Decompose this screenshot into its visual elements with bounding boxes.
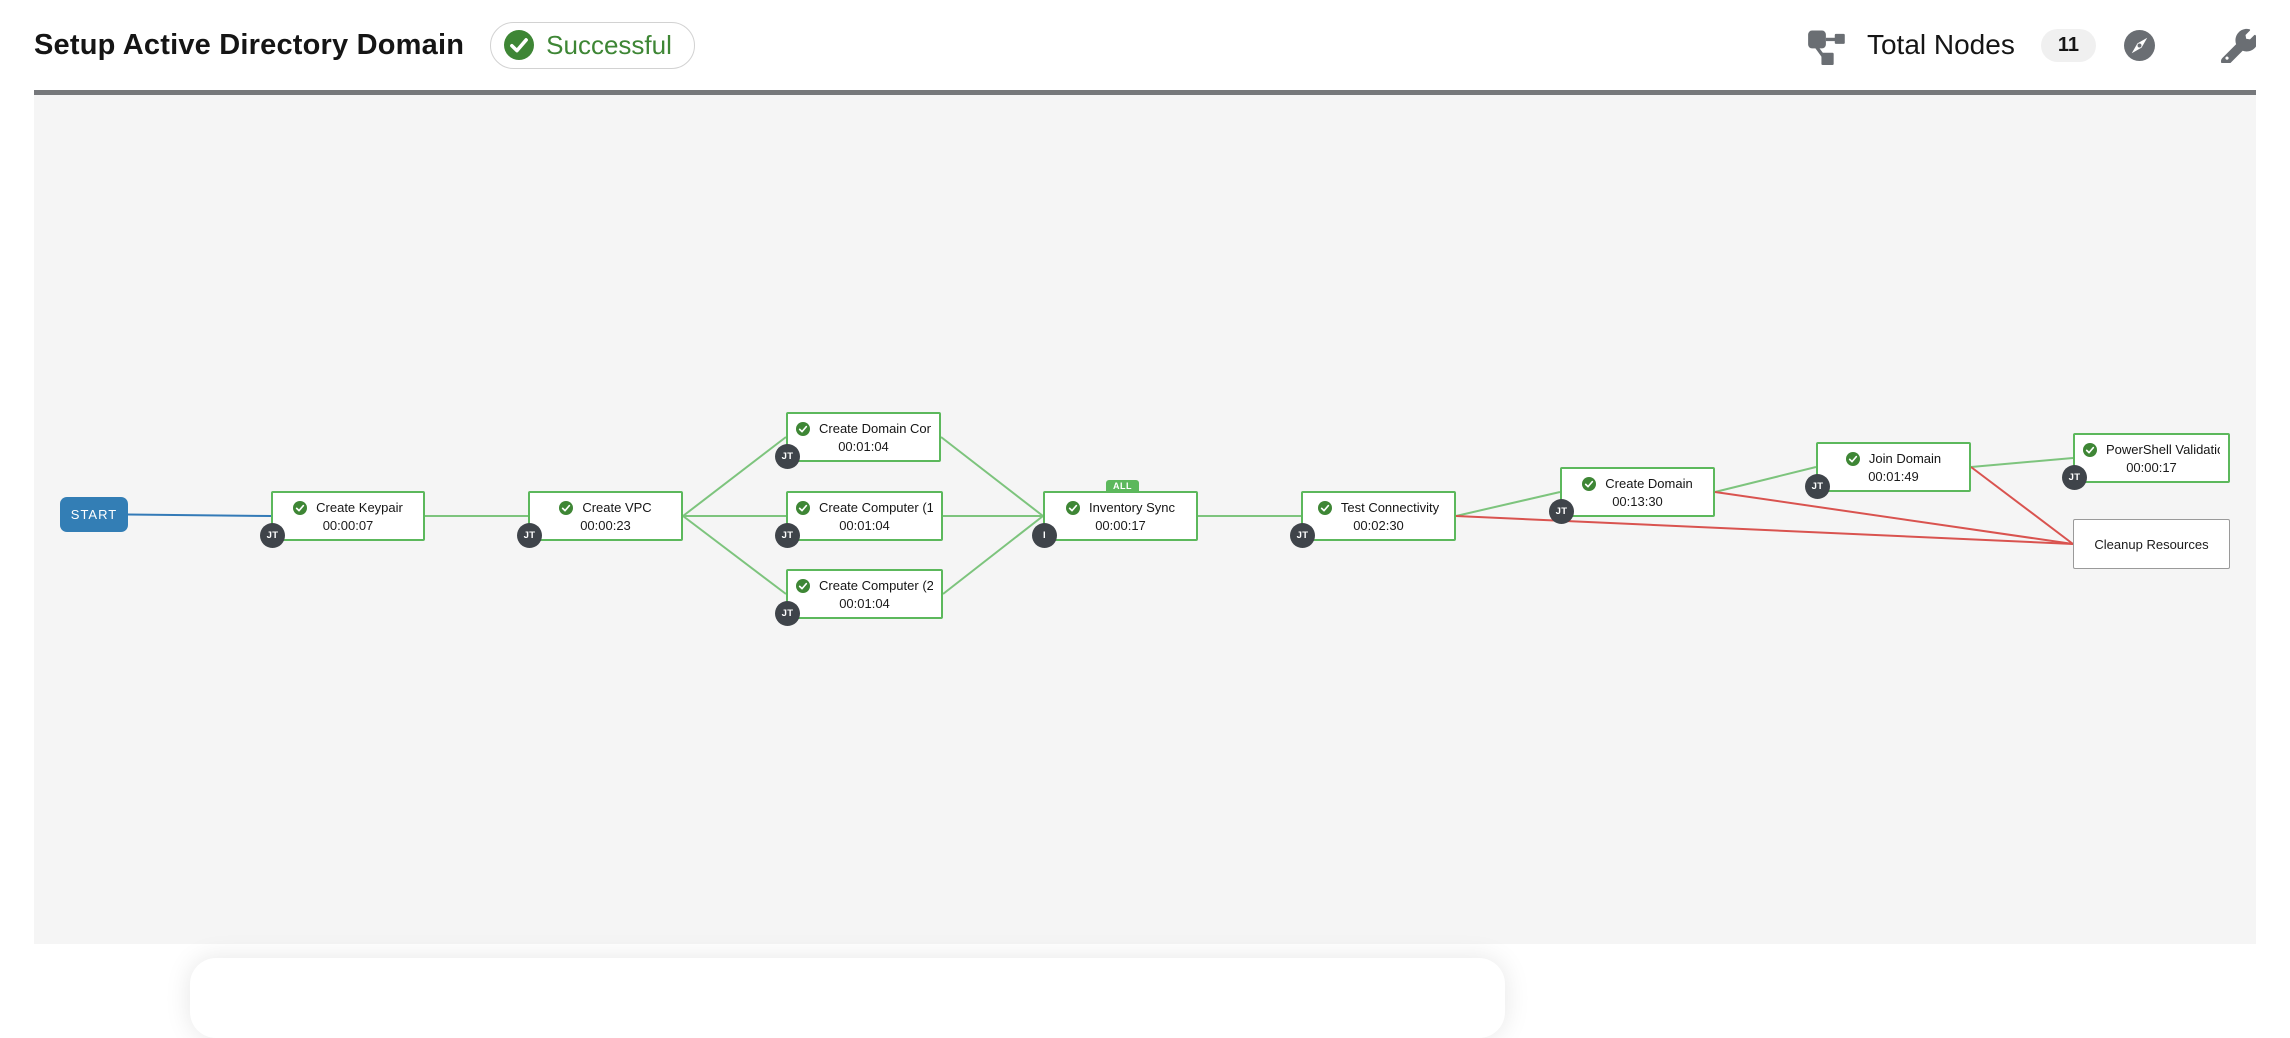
edge-create_vpc-to-create_domain_controller <box>682 436 787 517</box>
tools-wrench-button[interactable] <box>2221 28 2258 66</box>
node-label: Cleanup Resources <box>2094 536 2209 552</box>
page-title: Setup Active Directory Domain <box>34 28 465 61</box>
node-type-badge: JT <box>775 523 800 548</box>
node-type-badge: JT <box>1549 499 1574 524</box>
node-elapsed-time: 00:13:30 <box>1612 494 1663 509</box>
total-nodes-count-badge: 11 <box>2040 28 2096 62</box>
node-success-icon <box>1066 500 1080 515</box>
workflow-node-create_vpc[interactable]: Create VPC 00:00:23 JT <box>517 491 683 548</box>
workflow-node-start[interactable]: START <box>60 497 128 532</box>
edge-join_domain-to-cleanup_resources <box>1970 466 2074 545</box>
workflow-node-powershell_validation[interactable]: PowerShell Validation 00:00:17 JT <box>2062 433 2230 490</box>
node-convergence-tag: ALL <box>1106 480 1139 492</box>
workflow-node-test_connectivity[interactable]: Test Connectivity 00:02:30 JT <box>1290 491 1456 548</box>
workflow-node-create_keypair[interactable]: Create Keypair 00:00:07 JT <box>260 491 425 548</box>
node-label: PowerShell Validation <box>2106 442 2220 457</box>
compass-icon <box>2124 29 2155 61</box>
node-label: Create Computer (1) <box>819 500 933 515</box>
node-type-badge: JT <box>775 444 800 469</box>
node-label: Create Keypair <box>316 500 403 515</box>
workflow-node-create_domain[interactable]: Create Domain 00:13:30 JT <box>1549 467 1715 524</box>
node-success-icon <box>559 500 574 515</box>
status-badge-label: Successful <box>546 29 672 60</box>
node-success-icon <box>796 421 810 436</box>
node-success-icon <box>1845 451 1860 466</box>
status-badge: Successful <box>490 21 695 69</box>
header-divider <box>34 90 2256 95</box>
node-elapsed-time: 00:00:23 <box>580 518 631 533</box>
workflow-node-cleanup_resources[interactable]: Cleanup Resources <box>2073 519 2230 569</box>
edge-create_computer_2-to-inventory_sync <box>942 515 1044 595</box>
node-success-icon <box>2083 442 2097 457</box>
edge-create_domain-to-join_domain <box>1714 466 1817 493</box>
node-type-badge: JT <box>1805 474 1830 499</box>
edge-test_connectivity-to-create_domain <box>1455 491 1561 517</box>
workflow-node-create_computer_1[interactable]: Create Computer (1) 00:01:04 JT <box>775 491 943 548</box>
node-label: Create Computer (2) <box>819 578 933 593</box>
node-elapsed-time: 00:00:17 <box>1095 518 1146 533</box>
start-node-label: START <box>70 507 118 522</box>
node-label: Test Connectivity <box>1340 500 1440 515</box>
edge-create_domain_controller-to-inventory_sync <box>940 436 1044 517</box>
node-label: Create Domain <box>1605 476 1693 491</box>
topology-icon <box>1808 30 1845 65</box>
node-type-badge: JT <box>517 523 542 548</box>
workflow-header: Setup Active Directory Domain Successful… <box>0 0 2290 90</box>
node-success-icon <box>796 500 810 515</box>
node-label: Create VPC <box>582 500 652 515</box>
node-elapsed-time: 00:01:49 <box>1868 469 1919 484</box>
workflow-node-inventory_sync[interactable]: ALL Inventory Sync 00:00:17 I <box>1032 480 1198 548</box>
node-type-badge: JT <box>1290 523 1315 548</box>
header-toolbar: Total Nodes 11 <box>1807 25 2258 66</box>
workflow-node-create_computer_2[interactable]: Create Computer (2) 00:01:04 JT <box>775 569 943 626</box>
node-elapsed-time: 00:00:07 <box>322 518 374 533</box>
success-check-icon <box>504 30 535 60</box>
node-type-badge: JT <box>260 523 285 548</box>
node-success-icon <box>796 578 810 593</box>
node-elapsed-time: 00:01:04 <box>838 439 889 454</box>
node-type-badge: JT <box>775 601 800 626</box>
node-label: Create Domain Contr... <box>819 421 931 436</box>
edge-join_domain-to-powershell_validation <box>1970 457 2074 468</box>
legend-compass-button[interactable] <box>2124 29 2155 61</box>
node-elapsed-time: 00:02:30 <box>1353 518 1404 533</box>
node-type-badge: I <box>1032 523 1057 548</box>
workflow-node-create_domain_controller[interactable]: Create Domain Contr... 00:01:04 JT <box>775 412 941 469</box>
node-label: Join Domain <box>1868 451 1942 466</box>
bottom-panel-shadow <box>190 958 1505 1038</box>
node-success-icon <box>1317 500 1332 515</box>
workflow-node-join_domain[interactable]: Join Domain 00:01:49 JT <box>1805 442 1971 499</box>
edge-start-to-create_keypair <box>127 513 272 517</box>
edge-create_domain-to-cleanup_resources <box>1714 491 2074 545</box>
edge-create_vpc-to-create_computer_2 <box>682 515 787 595</box>
node-elapsed-time: 00:00:17 <box>2126 460 2177 475</box>
node-success-icon <box>1582 476 1597 491</box>
node-elapsed-time: 00:01:04 <box>839 596 890 611</box>
node-label: Inventory Sync <box>1089 500 1175 515</box>
total-nodes-label: Total Nodes <box>1866 29 2015 60</box>
node-success-icon <box>293 500 308 515</box>
node-elapsed-time: 00:01:04 <box>839 518 890 533</box>
wrench-icon <box>2221 28 2258 66</box>
node-type-badge: JT <box>2062 465 2087 490</box>
